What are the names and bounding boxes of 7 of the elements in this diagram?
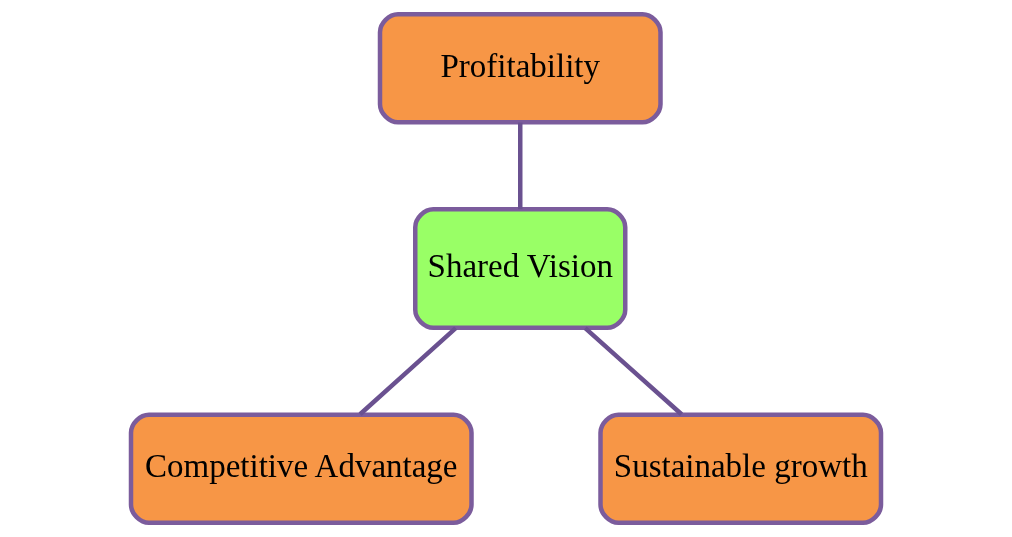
connector (358, 326, 458, 416)
node-box: Competitive Advantage (128, 412, 474, 525)
connector (518, 122, 523, 210)
node-box: Sustainable growth (598, 412, 884, 525)
node-box: Profitability (377, 12, 663, 125)
connector (583, 326, 684, 416)
node-box: Shared Vision (413, 207, 628, 330)
